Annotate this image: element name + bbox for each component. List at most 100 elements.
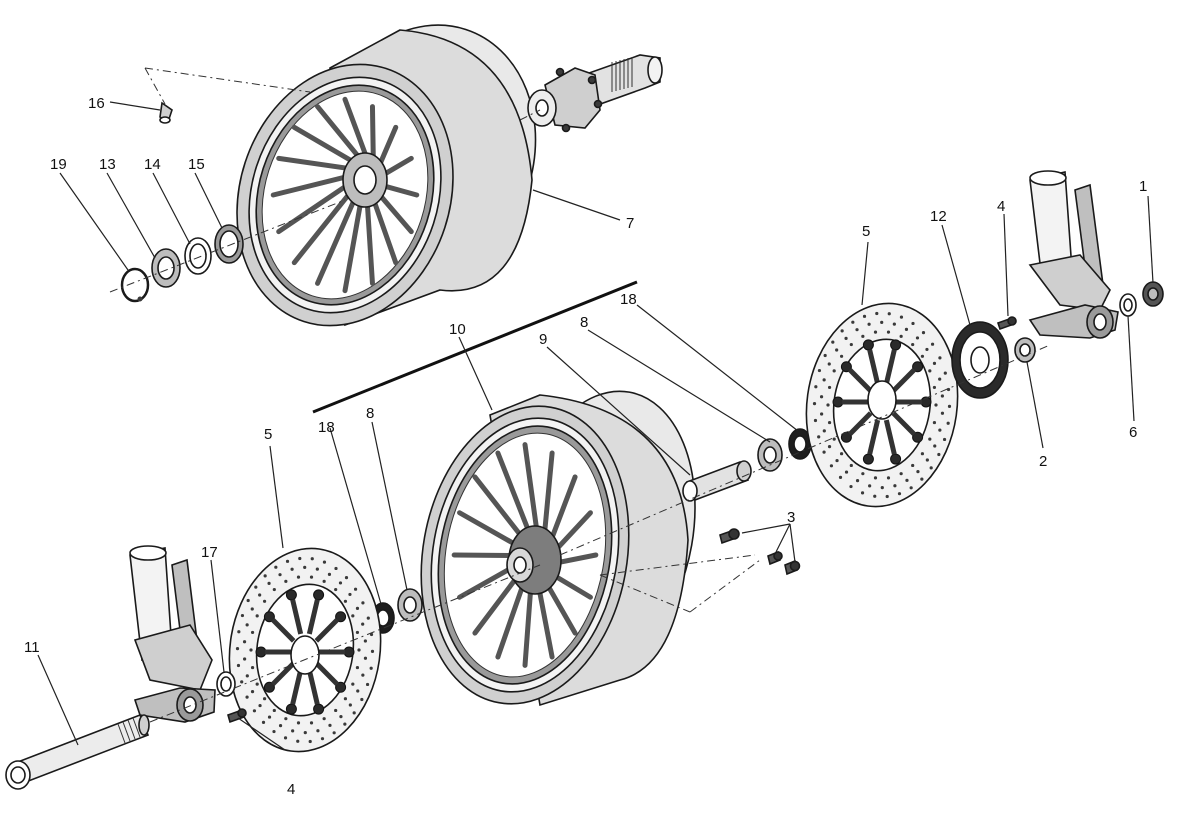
spoke — [270, 173, 354, 198]
screw-right — [996, 316, 1017, 331]
left-fork-leg — [129, 545, 216, 723]
disc-hole — [860, 491, 865, 495]
carrier-arm — [847, 411, 873, 437]
disc-hole — [366, 616, 370, 620]
spoke — [342, 194, 365, 294]
label-4-right: 4 — [997, 198, 1005, 215]
label-10: 10 — [449, 321, 466, 338]
disc-rivet — [335, 611, 347, 623]
disc-hole — [283, 736, 288, 740]
disc-hole — [813, 418, 818, 423]
disc-hole — [832, 437, 836, 441]
disc-hole — [272, 708, 276, 713]
carrier-arm — [891, 367, 917, 393]
label-7: 7 — [626, 215, 634, 232]
disc-hole — [298, 556, 302, 561]
left-brake-disc — [228, 547, 382, 753]
disc-hole — [343, 697, 348, 701]
carrier-arm — [290, 669, 304, 705]
label-14: 14 — [144, 156, 161, 173]
disc-hole — [334, 587, 338, 592]
part-number-labels: 1 2 3 4 4 5 5 6 7 8 8 9 10 11 12 13 14 1… — [24, 95, 1147, 798]
disc-hole — [356, 689, 360, 693]
disc-rivet — [862, 453, 874, 465]
disc-hole — [303, 731, 307, 735]
carrier-arm — [306, 669, 320, 705]
disc-hole — [296, 575, 301, 579]
disc-hole — [849, 463, 853, 468]
disc-hole — [303, 565, 307, 569]
disc-hole — [911, 321, 915, 326]
label-18-left: 18 — [318, 419, 335, 436]
disc-hole — [946, 421, 950, 425]
front-axis-lines — [149, 344, 1051, 723]
disc-hole — [929, 466, 933, 470]
disc-hole — [934, 403, 938, 407]
disc-hole — [348, 703, 352, 707]
disc-hole — [245, 623, 249, 627]
disc-hole — [911, 342, 915, 347]
disc-hole — [899, 315, 904, 319]
disc-hole — [242, 640, 247, 644]
disc-hole — [361, 622, 365, 626]
disc-hole — [920, 452, 925, 456]
disc-hole — [892, 322, 896, 326]
disc-hole — [245, 674, 249, 678]
disc-rivet — [890, 453, 902, 465]
disc-rivet — [263, 681, 275, 693]
disc-rivet — [313, 703, 325, 715]
disc-hole — [844, 336, 848, 340]
disc-hole — [899, 334, 903, 338]
disc-rivet — [832, 396, 844, 408]
carrier-arm — [867, 419, 881, 455]
disc-hole — [849, 342, 853, 347]
label-12: 12 — [930, 208, 947, 225]
carrier-arm — [306, 599, 320, 635]
spoke — [364, 195, 375, 286]
disc-hole — [873, 494, 877, 498]
disc-hole — [814, 385, 818, 389]
disc-hole — [355, 630, 360, 635]
label-17: 17 — [201, 544, 218, 561]
label-8-right: 8 — [580, 314, 588, 331]
disc-hole — [344, 575, 349, 580]
disc-hole — [904, 327, 909, 331]
disc-hole — [291, 729, 295, 733]
disc-hole — [873, 476, 878, 480]
disc-hole — [351, 614, 355, 618]
disc-hole — [316, 729, 320, 733]
disc-hole — [827, 445, 832, 449]
disc-hole — [911, 463, 915, 468]
disc-hole — [262, 697, 267, 701]
axle-nut-parts — [1119, 281, 1164, 317]
label-18-right: 18 — [620, 291, 637, 308]
disc-hole — [932, 385, 937, 390]
carrier-arm — [270, 661, 296, 687]
disc-hole — [348, 592, 352, 597]
disc-hole — [875, 311, 879, 316]
disc-hole — [240, 680, 244, 684]
disc-hole — [930, 342, 935, 346]
label-11: 11 — [24, 639, 40, 656]
disc-hole — [285, 559, 290, 563]
spoke — [315, 104, 366, 165]
disc-hole — [255, 614, 259, 618]
disc-hole — [925, 347, 929, 352]
disc-hole — [328, 723, 332, 727]
disc-hole — [861, 334, 865, 338]
right-brake-disc — [805, 302, 959, 508]
spoke — [291, 124, 361, 168]
screw-left — [227, 708, 247, 724]
disc-hole — [831, 340, 835, 344]
disc-hole — [915, 336, 920, 340]
disc-hole — [861, 472, 865, 476]
disc-hole — [296, 739, 300, 743]
front-wheel — [420, 390, 696, 707]
disc-hole — [849, 484, 853, 489]
right-bearing-seal — [757, 428, 812, 472]
disc-hole — [925, 458, 929, 462]
disc-hole — [235, 647, 240, 651]
disc-hole — [855, 479, 860, 483]
carrier-arm — [883, 419, 897, 455]
disc-hole — [947, 404, 952, 408]
